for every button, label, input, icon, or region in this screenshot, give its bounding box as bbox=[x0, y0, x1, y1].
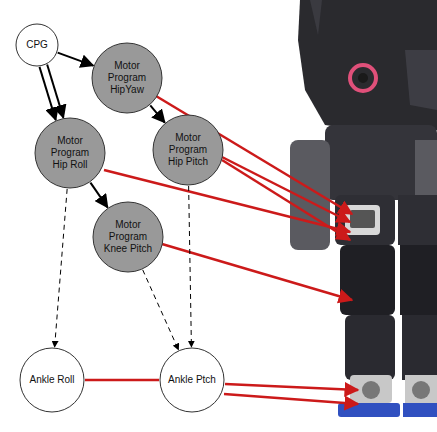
dashed-connector bbox=[189, 186, 192, 347]
dashed-connector bbox=[55, 189, 68, 347]
node-label: Motor Program Knee Pitch bbox=[102, 219, 155, 255]
motor-program-circle: Motor Program Knee Pitch bbox=[92, 201, 164, 273]
connector-arrow bbox=[85, 379, 159, 382]
red-drive-arrow bbox=[225, 384, 358, 390]
node-label: Motor Program Hip Roll bbox=[44, 135, 97, 171]
dashed-connector bbox=[143, 270, 179, 350]
connector-arrow bbox=[47, 65, 63, 118]
node-label: CPG bbox=[26, 39, 48, 51]
motor-program-circle: Motor Program HipYaw bbox=[91, 42, 163, 114]
red-drive-arrow bbox=[222, 160, 350, 240]
red-drive-arrow bbox=[156, 96, 352, 214]
node-label: Motor Program Hip Pitch bbox=[162, 132, 215, 168]
connector-arrow bbox=[58, 53, 94, 66]
joint-circle: Ankle Roll bbox=[19, 347, 85, 413]
joint-circle: Ankle Ptch bbox=[159, 347, 225, 413]
node-label: Motor Program HipYaw bbox=[101, 60, 154, 96]
robot-figure bbox=[290, 0, 437, 417]
node-label: Ankle Ptch bbox=[168, 374, 216, 386]
red-drive-arrow bbox=[162, 244, 352, 300]
node-label: Ankle Roll bbox=[29, 374, 74, 386]
connector-arrow bbox=[90, 183, 107, 208]
connector-arrow bbox=[150, 105, 164, 122]
red-drive-arrow bbox=[224, 394, 358, 404]
motor-program-circle: Motor Program Hip Roll bbox=[34, 117, 106, 189]
motor-program-circle: Motor Program Hip Pitch bbox=[152, 114, 224, 186]
connector-arrow bbox=[39, 67, 55, 120]
red-drive-arrow bbox=[222, 157, 350, 222]
cpg-circle: CPG bbox=[15, 23, 59, 67]
